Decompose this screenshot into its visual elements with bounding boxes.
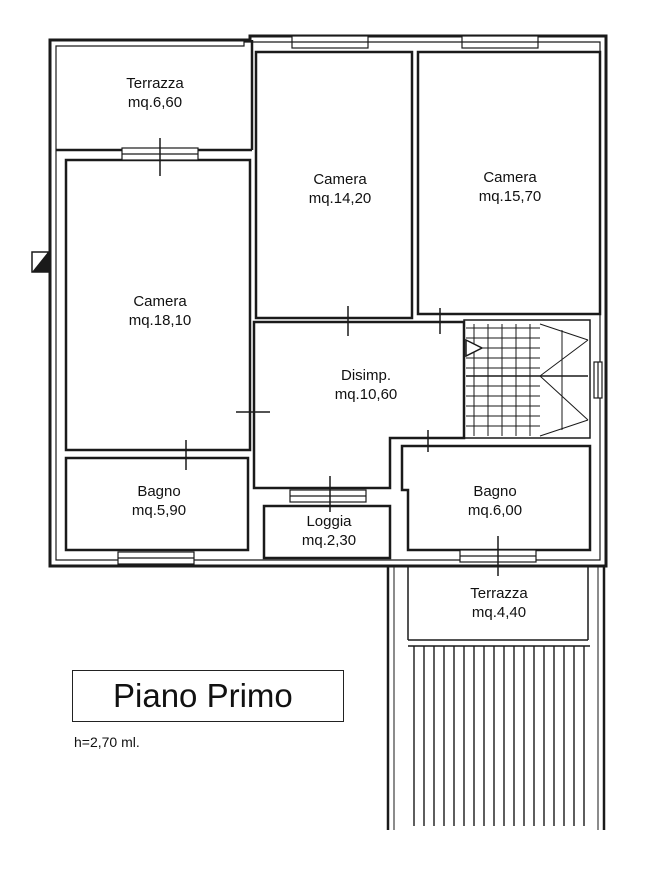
- room-name: Loggia: [306, 513, 352, 530]
- room-area: mq.6,00: [467, 502, 523, 519]
- room-name: Camera: [483, 169, 537, 186]
- plan-title-box: Piano Primo: [72, 670, 344, 722]
- ceiling-height-note: h=2,70 ml.: [74, 734, 140, 750]
- room-name: Bagno: [473, 483, 517, 500]
- room-name: Camera: [313, 171, 367, 188]
- room-name: Terrazza: [470, 585, 528, 602]
- outer-walls: [48, 34, 608, 568]
- room-name: Camera: [133, 293, 187, 310]
- room-name: Bagno: [137, 483, 181, 500]
- room-name: Terrazza: [126, 75, 184, 92]
- room-camera-center: Camera mq.14,20: [280, 170, 400, 208]
- windows: [117, 35, 603, 565]
- room-loggia: Loggia mq.2,30: [274, 512, 384, 550]
- room-name: Disimp.: [340, 367, 391, 384]
- room-disimpegno: Disimp. mq.10,60: [306, 366, 426, 404]
- room-area: mq.14,20: [308, 190, 372, 207]
- hatched-area: [408, 645, 590, 826]
- room-area: mq.10,60: [334, 386, 398, 403]
- room-area: mq.6,60: [127, 94, 183, 111]
- room-area: mq.18,10: [128, 312, 192, 329]
- room-area: mq.15,70: [478, 188, 542, 205]
- plan-title: Piano Primo: [113, 677, 293, 714]
- room-bagno-right: Bagno mq.6,00: [440, 482, 550, 520]
- room-area: mq.4,40: [471, 604, 527, 621]
- room-terrazza-bottom: Terrazza mq.4,40: [444, 584, 554, 622]
- interior-walls: [56, 40, 602, 560]
- room-camera-left: Camera mq.18,10: [100, 292, 220, 330]
- room-area: mq.2,30: [301, 532, 357, 549]
- room-camera-right: Camera mq.15,70: [450, 168, 570, 206]
- room-bagno-left: Bagno mq.5,90: [104, 482, 214, 520]
- room-area: mq.5,90: [131, 502, 187, 519]
- wall-marker: [31, 251, 49, 273]
- door-marks: [159, 138, 499, 576]
- terrazza-bottom-walls: [386, 566, 606, 830]
- staircase: [465, 323, 589, 437]
- room-terrazza-top: Terrazza mq.6,60: [100, 74, 210, 112]
